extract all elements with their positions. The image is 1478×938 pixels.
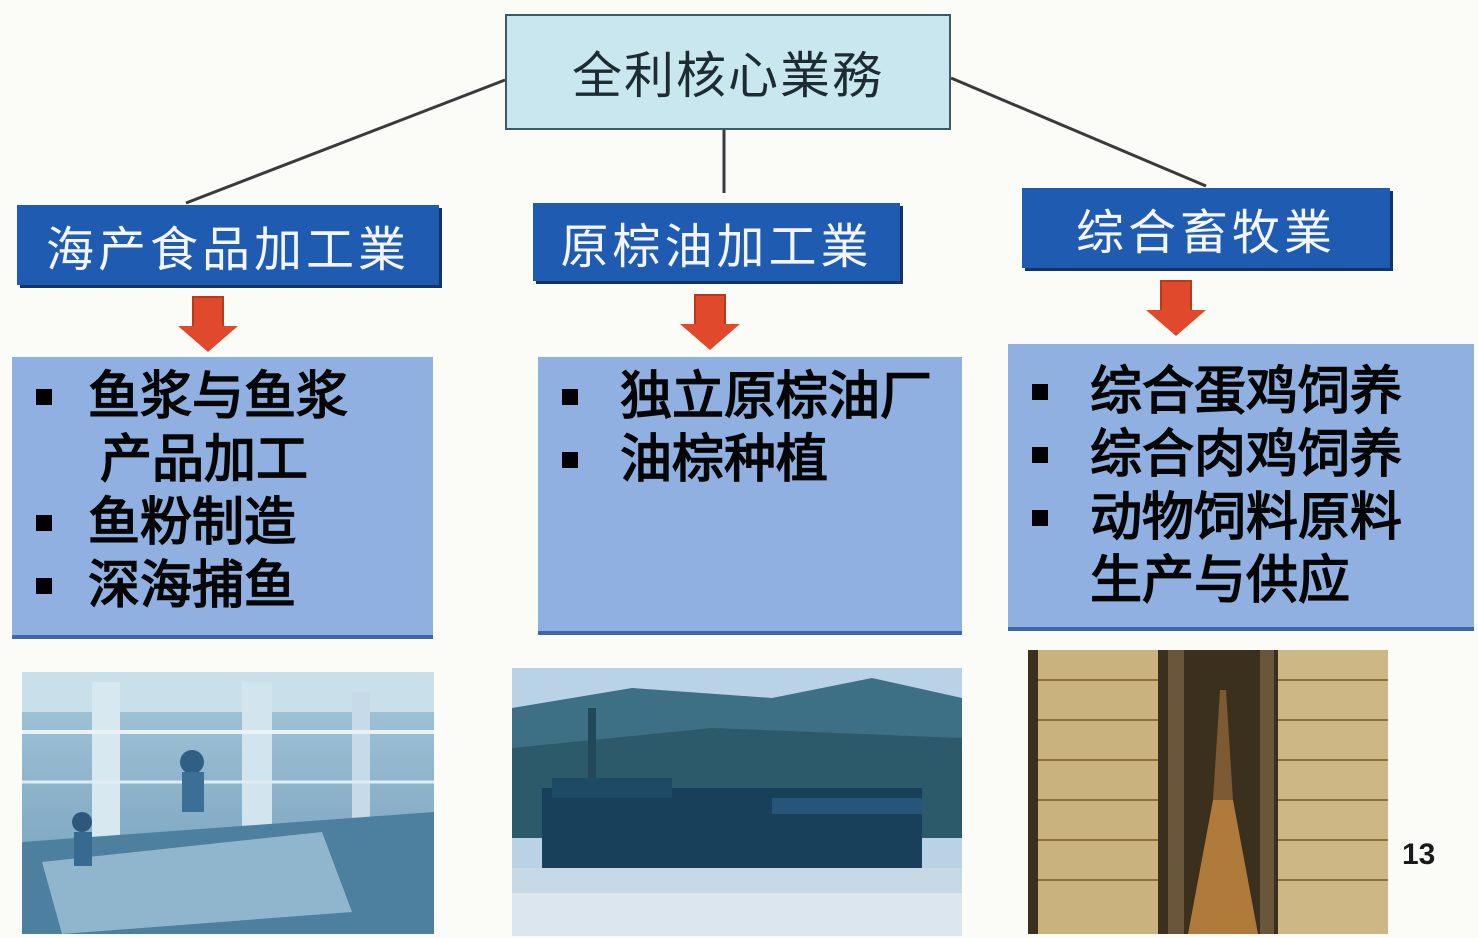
item-text: 动物饲料原料 xyxy=(1090,487,1403,548)
detail-box-palm-oil: 独立原棕油厂 油棕种植 xyxy=(538,357,962,631)
root-node: 全利核心業務 xyxy=(505,14,951,130)
fish-processing-factory-photo xyxy=(22,672,434,934)
detail-box-livestock: 综合蛋鸡饲养 综合肉鸡饲养 动物饲料原料 生产与供应 xyxy=(1008,344,1474,627)
list-item: 综合肉鸡饲养 xyxy=(1008,423,1474,486)
category-livestock: 综合畜牧業 xyxy=(1022,188,1390,268)
list-item: 油棕种植 xyxy=(538,428,962,491)
bullet-icon xyxy=(1032,510,1048,526)
list-item: 独立原棕油厂 xyxy=(538,365,962,428)
down-arrow-icon xyxy=(178,296,238,358)
down-arrow-icon xyxy=(1146,280,1206,342)
down-arrow-icon xyxy=(680,294,740,356)
item-text: 独立原棕油厂 xyxy=(620,366,933,427)
bullet-icon xyxy=(562,452,578,468)
item-text: 综合肉鸡饲养 xyxy=(1090,424,1403,485)
list-item: 深海捕鱼 xyxy=(12,554,433,617)
bullet-icon xyxy=(1032,384,1048,400)
list-item: 鱼浆与鱼浆 产品加工 xyxy=(12,365,433,491)
list-item: 综合蛋鸡饲养 xyxy=(1008,360,1474,423)
item-text: 综合蛋鸡饲养 xyxy=(1090,361,1403,422)
page-number: 13 xyxy=(1402,838,1436,871)
item-text: 鱼浆与鱼浆 xyxy=(88,366,349,427)
item-text-continued: 生产与供应 xyxy=(1090,550,1351,611)
bullet-icon xyxy=(1032,447,1048,463)
detail-box-seafood: 鱼浆与鱼浆 产品加工 鱼粉制造 深海捕鱼 xyxy=(12,357,433,635)
list-item: 鱼粉制造 xyxy=(12,491,433,554)
item-text: 深海捕鱼 xyxy=(88,555,297,616)
bullet-icon xyxy=(36,515,52,531)
category-palm-oil: 原棕油加工業 xyxy=(533,203,900,281)
bullet-icon xyxy=(36,389,52,405)
list-item: 动物饲料原料 生产与供应 xyxy=(1008,486,1474,612)
bullet-icon xyxy=(36,578,52,594)
item-text: 油棕种植 xyxy=(620,429,829,490)
item-text-continued: 产品加工 xyxy=(100,429,309,490)
palm-oil-mill-photo xyxy=(512,668,962,936)
category-seafood: 海产食品加工業 xyxy=(17,205,439,285)
bullet-icon xyxy=(562,389,578,405)
item-text: 鱼粉制造 xyxy=(88,492,297,553)
poultry-house-photo xyxy=(1028,650,1388,934)
